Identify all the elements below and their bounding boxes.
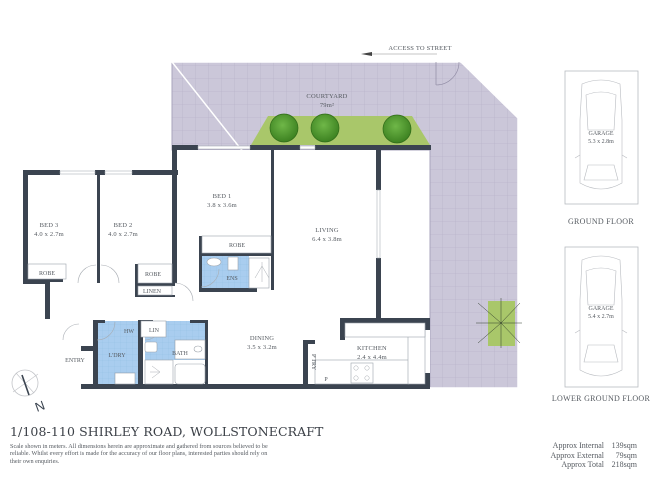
garage-1-label: GARAGE	[589, 131, 614, 137]
garage-2-label: GARAGE	[589, 306, 614, 312]
garage-ground-floor: GARAGE 5.3 x 2.8m GROUND FLOOR	[564, 70, 639, 226]
robe-bed2-label: ROBE	[145, 272, 161, 278]
bath-label: BATH	[172, 351, 188, 357]
disclaimer-text: Scale shown in meters. All dimensions he…	[10, 443, 268, 465]
walls	[23, 145, 431, 389]
lower-ground-floor-label: LOWER GROUND FLOOR	[552, 394, 651, 403]
area-row-internal: Approx Internal 139sqm	[550, 441, 637, 451]
area-row-total: Approx Total 218sqm	[550, 460, 637, 470]
dining-size: 3.5 x 3.2m	[247, 344, 277, 351]
area-summary: Approx Internal 139sqm Approx External 7…	[550, 441, 637, 470]
fixtures	[27, 235, 426, 385]
door-swings	[62, 264, 220, 341]
area-label: Approx Total	[561, 460, 604, 469]
car-icon	[574, 255, 628, 377]
dining-label: DINING	[250, 335, 274, 342]
bed2-size: 4.0 x 2.7m	[108, 231, 138, 238]
bed2-label: BED 2	[114, 222, 133, 229]
kitchen-size: 2.4 x 4.4m	[357, 354, 387, 361]
garage-lower-ground-floor: GARAGE 5.4 x 2.7m LOWER GROUND FLOOR	[552, 246, 651, 403]
access-label: ACCESS TO STREET	[388, 45, 451, 52]
area-value: 218sqm	[611, 460, 637, 469]
ensuite-label: ENS	[226, 276, 237, 282]
area-value: 139sqm	[611, 441, 637, 450]
shrub-icon	[476, 298, 522, 348]
linen-label: LINEN	[143, 289, 162, 295]
entry-label: ENTRY	[65, 358, 85, 364]
hw-label: HW	[124, 329, 134, 335]
property-address-title: 1/108-110 SHIRLEY ROAD, WOLLSTONECRAFT	[10, 424, 324, 439]
bed3-size: 4.0 x 2.7m	[34, 231, 64, 238]
courtyard-size: 79m²	[320, 102, 334, 109]
laundry-label: L'DRY	[108, 353, 126, 359]
access-to-street: ACCESS TO STREET	[361, 45, 451, 56]
kitchen-label: KITCHEN	[357, 345, 387, 352]
bed3-label: BED 3	[40, 222, 59, 229]
area-label: Approx Internal	[552, 441, 604, 450]
car-icon	[574, 79, 628, 190]
area-row-external: Approx External 79sqm	[550, 451, 637, 461]
p-label: P	[324, 377, 328, 383]
robe-bed1-label: ROBE	[229, 243, 245, 249]
bed1-size: 3.8 x 3.6m	[207, 202, 237, 209]
north-label: N	[33, 398, 47, 415]
pantry-label: P'TRY	[310, 354, 316, 371]
courtyard-label: COURTYARD	[306, 93, 347, 100]
garage-2-size: 5.4 x 2.7m	[588, 314, 614, 320]
area-value: 79sqm	[615, 450, 637, 460]
tree-icon	[269, 113, 412, 144]
shower-icon	[150, 262, 270, 379]
windows	[59, 145, 381, 259]
robe-bed3-label: ROBE	[39, 271, 55, 277]
cooktop-icon	[353, 365, 370, 381]
ground-floor-label: GROUND FLOOR	[568, 217, 634, 226]
bed1-label: BED 1	[213, 193, 232, 200]
living-size: 6.4 x 3.8m	[312, 236, 342, 243]
compass-icon: N	[11, 369, 47, 415]
garage-1-size: 5.3 x 2.8m	[588, 139, 614, 145]
living-label: LIVING	[315, 227, 339, 234]
area-label: Approx External	[550, 450, 604, 460]
lin-label: LIN	[149, 328, 160, 334]
